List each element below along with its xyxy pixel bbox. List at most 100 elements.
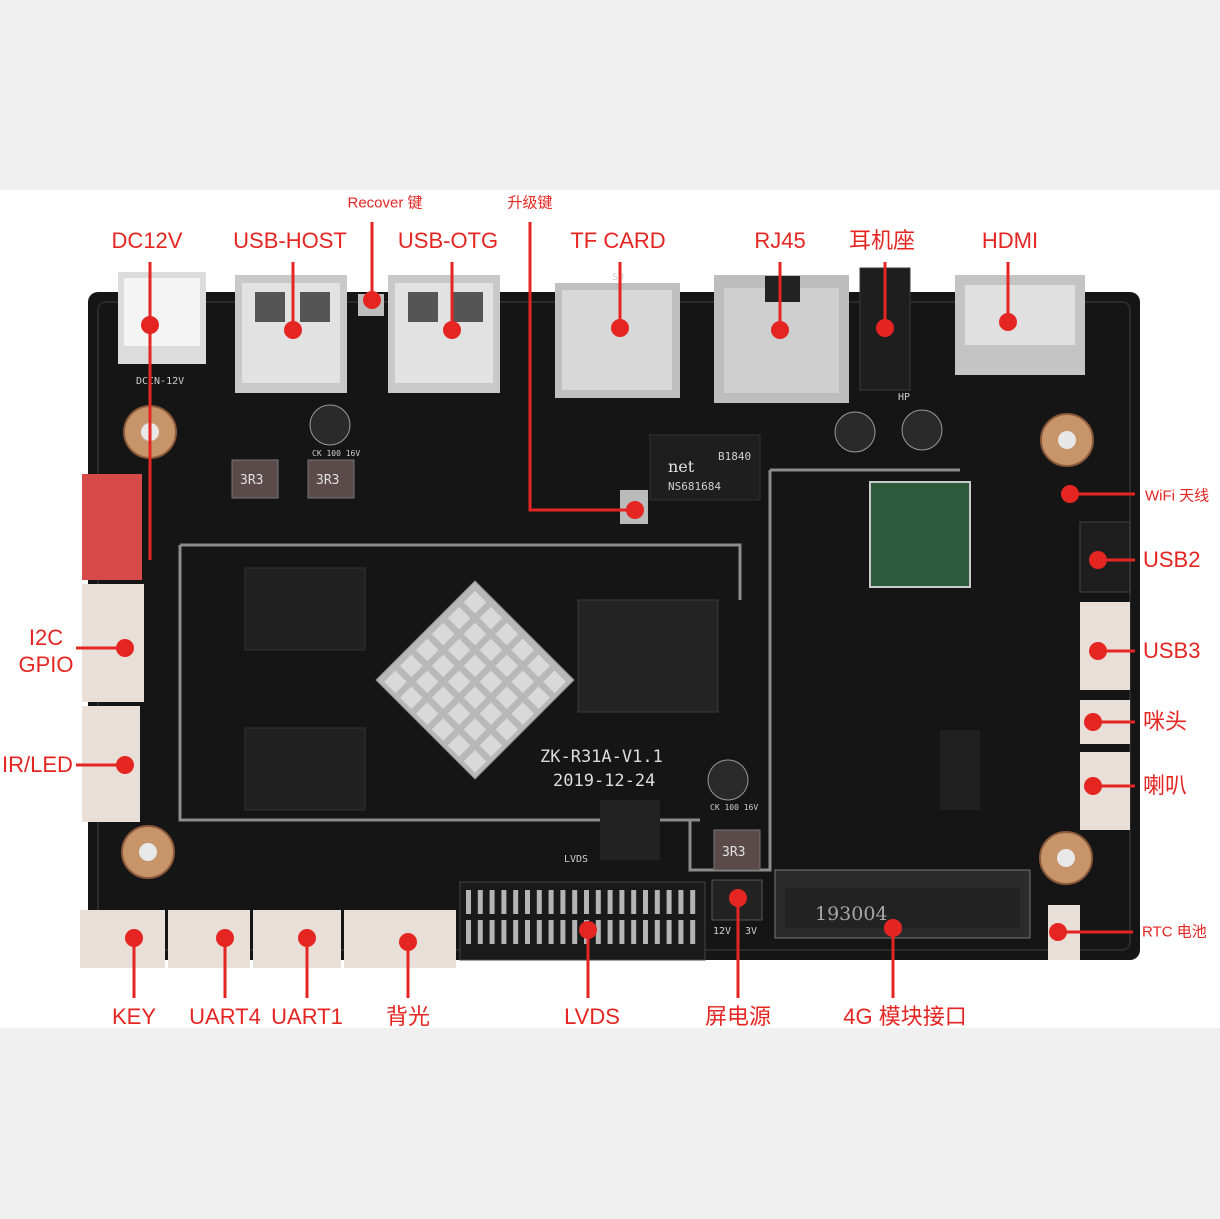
label-usb2: USB2 (1143, 547, 1201, 572)
label-upgrade: 升级键 (507, 194, 553, 212)
heatsink-fin (527, 686, 550, 709)
emmc-chip (577, 599, 719, 713)
silk-hp: HP (898, 392, 910, 403)
silk-cap-2: CK 100 16V (710, 803, 758, 812)
heatsink-fin (431, 654, 455, 678)
lvds-pin (678, 920, 684, 944)
callout-dot-recover (363, 291, 381, 309)
heatsink-fin (400, 686, 423, 709)
silk-12v: 12V (713, 926, 731, 937)
label-wifi: WiFi 天线 (1145, 487, 1210, 505)
heatsink-fin (447, 702, 471, 725)
lvds-pin (595, 890, 601, 914)
lvds-pin (560, 920, 566, 944)
m2-4g-slot (774, 869, 1031, 939)
heatsink-fin (479, 734, 503, 757)
lvds-pin (654, 920, 660, 944)
label-speaker: 喇叭 (1143, 773, 1188, 798)
lvds-pin (513, 890, 519, 914)
callout-dot-hdmi (999, 313, 1017, 331)
heatsink-fin (463, 718, 487, 741)
lvds-pin (595, 920, 601, 944)
label-rtc: RTC 电池 (1142, 923, 1207, 941)
callout-dot-dc12v (141, 316, 159, 334)
capacitors (309, 404, 943, 801)
lvds-pin (607, 920, 613, 944)
heatsink-fin (495, 622, 519, 646)
silk-cap-1: CK 100 16V (312, 449, 360, 458)
label-earphone: 耳机座 (848, 228, 916, 253)
i2c-gpio-header (82, 584, 144, 702)
silk-sd: SD (612, 272, 624, 283)
callout-dot-ir-led (116, 756, 134, 774)
lvds-pin (607, 890, 613, 914)
heatsink-fin (463, 750, 487, 773)
lvds-pin (643, 890, 648, 914)
lvds-pin (654, 890, 660, 914)
heatsink-fin (479, 638, 503, 662)
ethernet-phy-chip (649, 434, 761, 501)
heatsink-fin (463, 590, 487, 614)
lvds-pin (619, 920, 625, 944)
callout-dot-mic (1084, 713, 1102, 731)
lvds-pin (466, 890, 471, 914)
lvds-pin (489, 920, 495, 944)
label-backlight: 背光 (385, 1004, 431, 1029)
callout-dot-usb3 (1089, 642, 1107, 660)
callout-dot-lvds (579, 921, 597, 939)
callout-dot-earphone (876, 319, 894, 337)
callout-dot-usb-otg (443, 321, 461, 339)
lvds-pin (690, 920, 696, 944)
label-4g-module: 4G 模块接口 (843, 1004, 967, 1029)
dc-power-header (82, 474, 142, 580)
label-rj45: RJ45 (754, 228, 806, 253)
heatsink-fin (543, 670, 566, 694)
callout-dot-key (125, 929, 143, 947)
callout-dot-rj45 (771, 321, 789, 339)
label-i2c: I2C (28, 625, 64, 650)
callout-lines (76, 222, 1135, 998)
callout-dot-uart1 (298, 929, 316, 947)
heatsink-fin (463, 686, 487, 709)
heatsink-fin (479, 670, 503, 694)
heatsink-fin (415, 670, 439, 694)
label-usb-host: USB-HOST (233, 228, 347, 253)
callout-dot-tf-card (611, 319, 629, 337)
wifi-module (869, 481, 971, 588)
dc12v-jack (118, 272, 206, 364)
silk-date: 2019-12-24 (553, 771, 655, 791)
lvds-pin (548, 890, 554, 914)
silk-phy-lot: B1840 (718, 450, 751, 463)
lvds-pin (525, 920, 530, 944)
lvds-pin (690, 890, 696, 914)
lvds-header (459, 881, 706, 961)
heatsink-fin (511, 702, 535, 725)
lvds-pin (477, 920, 483, 944)
lvds-pin (560, 890, 566, 914)
callout-line-upgrade (528, 222, 635, 512)
ddr-chip-top (244, 567, 366, 651)
ic-right (940, 730, 980, 810)
silk-inductor-3: 3R3 (722, 845, 745, 860)
label-lvds: LVDS (564, 1004, 620, 1029)
callout-dot-screen-power (729, 889, 747, 907)
key-header (80, 910, 165, 968)
callout-dot-4g-module (884, 919, 902, 937)
lvds-pin (501, 890, 507, 914)
heatsink-fin (431, 622, 455, 646)
silk-phy-brand: net (668, 457, 695, 476)
heatsink-fin (495, 686, 519, 709)
lvds-pin (525, 890, 530, 914)
silk-lvds: LVDS (564, 854, 588, 865)
callout-dot-usb-host (284, 321, 302, 339)
silk-model: ZK-R31A-V1.1 (540, 747, 663, 767)
heatsink-fin (447, 734, 471, 757)
silk-3v: 3V (745, 926, 757, 937)
lvds-pin (666, 920, 672, 944)
label-usb-otg: USB-OTG (397, 228, 499, 253)
silk-phy-part: NS681684 (668, 480, 721, 493)
tf-card-slot (555, 283, 680, 398)
lvds-pin (666, 890, 672, 914)
label-key: KEY (111, 1004, 157, 1029)
